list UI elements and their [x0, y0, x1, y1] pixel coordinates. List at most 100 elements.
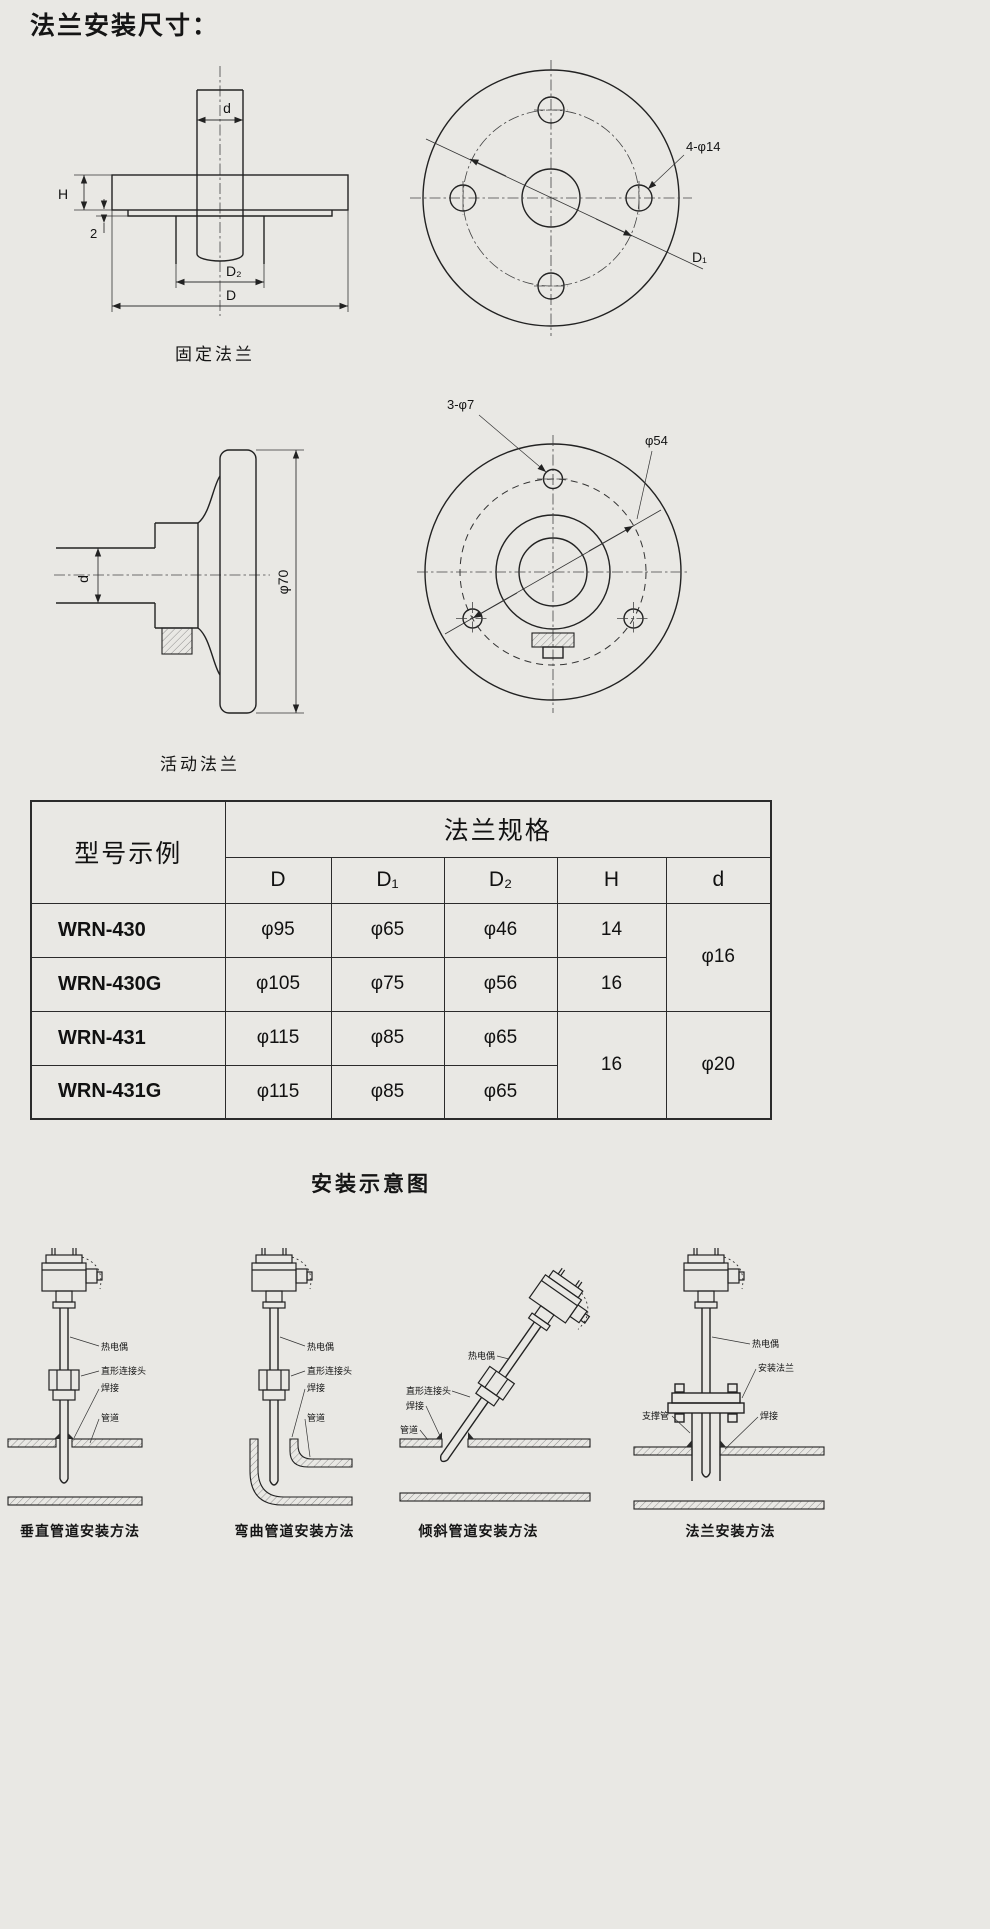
weld-label: 焊接: [101, 1382, 119, 1393]
value-cell: φ56: [443, 956, 558, 1012]
flange-label: 安装法兰: [758, 1362, 794, 1373]
model-cell: WRN-431G: [30, 1064, 226, 1120]
value-cell: φ65: [443, 1064, 558, 1120]
thermocouple-label: 热电偶: [101, 1341, 128, 1352]
value-cell: φ65: [443, 1010, 558, 1066]
model-cell: WRN-431: [30, 1010, 226, 1066]
value-cell: φ46: [443, 902, 558, 958]
pipe: [633, 1446, 825, 1510]
page-title: 法兰安装尺寸：: [30, 12, 220, 40]
dim-D1-label: D₁: [692, 249, 707, 265]
dim-D1-line: [425, 138, 704, 270]
model-cell: WRN-430G: [30, 956, 226, 1012]
diagram-caption: 法兰安装方法: [685, 1523, 776, 1539]
fixed-flange-front-view: D₁ 4-φ14: [410, 60, 720, 336]
pipe-elbow: [249, 1438, 353, 1506]
thermocouple-label: 热电偶: [752, 1338, 779, 1349]
value-cell: φ16: [665, 902, 772, 1012]
pipe: [7, 1438, 143, 1506]
table-row: WRN-431G φ115 φ85 φ65: [30, 1064, 771, 1120]
holes-leader: [647, 154, 685, 190]
col-header-D: D: [224, 856, 332, 904]
col-header-d: d: [665, 856, 772, 904]
fixed-flange-caption: 固定法兰: [175, 345, 255, 364]
diagram-caption: 弯曲管道安装方法: [234, 1523, 355, 1539]
thermocouple-head: [251, 1247, 313, 1309]
gland-nut: [161, 627, 193, 655]
dim-D2-label: D₂: [226, 263, 242, 279]
model-header-cell: 型号示例: [30, 800, 226, 904]
pipe-label: 管道: [307, 1412, 325, 1423]
value-cell: φ85: [330, 1010, 445, 1066]
thermocouple-head: [41, 1247, 103, 1309]
value-cell: φ115: [224, 1064, 332, 1120]
dim-d-label: d: [223, 100, 231, 116]
flange-spec-table: 型号示例 法兰规格 D D₁ D₂ H d WRN-430 φ95 φ65 φ4…: [30, 800, 773, 1120]
dim-step-label: 2: [90, 226, 97, 241]
table-row: WRN-431 φ115 φ85 φ65 16 φ20: [30, 1010, 772, 1120]
pipe: [56, 547, 155, 604]
install-diagram-flange: 热电偶 安装法兰 支撑管 焊接: [633, 1247, 825, 1510]
installation-heading: 安装示意图: [311, 1173, 431, 1196]
value-cell: φ75: [330, 956, 445, 1012]
protection-rod: [269, 1308, 279, 1486]
thermocouple-assembly: [439, 1261, 604, 1463]
col-header-D1: D₁: [330, 856, 445, 904]
protection-rod: [701, 1308, 711, 1478]
movable-flange-front-view: φ54 3-φ7: [417, 397, 689, 713]
pipe: [399, 1438, 591, 1502]
diagram-caption: 垂直管道安装方法: [20, 1523, 140, 1539]
install-diagram-inclined: 热电偶 直形连接头 焊接 管道: [399, 1261, 604, 1502]
dim-d-label: d: [75, 575, 91, 583]
table-row: WRN-430G φ105 φ75 φ56 16: [30, 956, 771, 1012]
weld-mark: [720, 1440, 726, 1447]
dim-H-label: H: [58, 186, 68, 202]
holes-label: 3-φ7: [447, 397, 474, 412]
fixed-flange-side-view: d H 2 D₂ D: [58, 66, 349, 316]
col-header-H: H: [556, 856, 667, 904]
value-cell: 16: [556, 1010, 667, 1120]
table-row: WRN-430 φ95 φ65 φ46 14 φ16: [30, 902, 772, 1012]
weld-mark: [436, 1432, 442, 1439]
flange-disc: [219, 449, 257, 714]
dim-disc-label: φ70: [275, 569, 291, 594]
boltcircle-leader: [636, 450, 653, 520]
weld-mark: [54, 1433, 60, 1439]
diagram-caption: 倾斜管道安装方法: [418, 1523, 539, 1539]
pipe-label: 管道: [400, 1424, 418, 1435]
thermocouple-label: 热电偶: [307, 1341, 334, 1352]
support-label: 支撑管: [642, 1410, 669, 1421]
weld-mark: [686, 1440, 692, 1447]
hole-centermarks: [462, 109, 640, 287]
pipe-label: 管道: [101, 1412, 119, 1423]
connector-label: 直形连接头: [406, 1385, 451, 1396]
model-cell: WRN-430: [30, 902, 226, 958]
col-header-D2: D₂: [443, 856, 558, 904]
value-cell: 14: [556, 902, 667, 958]
mounting-flange: [667, 1383, 745, 1423]
movable-flange-side-view: d φ70: [54, 449, 304, 714]
dim-boltcircle-label: φ54: [645, 433, 668, 448]
movable-flange-caption: 活动法兰: [160, 755, 240, 774]
value-cell: φ115: [224, 1010, 332, 1066]
spec-header-cell: 法兰规格: [224, 800, 772, 858]
weld-mark: [68, 1433, 74, 1439]
value-cell: φ85: [330, 1064, 445, 1120]
connector-label: 直形连接头: [101, 1365, 146, 1376]
thermocouple-label: 热电偶: [468, 1350, 495, 1361]
value-cell: φ20: [665, 1010, 772, 1120]
weld-label: 焊接: [760, 1410, 778, 1421]
protection-rod: [439, 1321, 542, 1463]
install-diagram-vertical: 热电偶 直形连接头 焊接 管道: [7, 1247, 146, 1506]
connector-label: 直形连接头: [307, 1365, 352, 1376]
support-tube: [691, 1413, 721, 1481]
value-cell: 16: [556, 956, 667, 1012]
weld-label: 焊接: [406, 1400, 424, 1411]
value-cell: φ95: [224, 902, 332, 958]
value-cell: φ65: [330, 902, 445, 958]
thermocouple-head: [519, 1261, 604, 1347]
value-cell: φ105: [224, 956, 332, 1012]
holes-leader: [478, 414, 547, 473]
install-diagram-elbow: 热电偶 直形连接头 焊接 管道: [249, 1247, 353, 1506]
